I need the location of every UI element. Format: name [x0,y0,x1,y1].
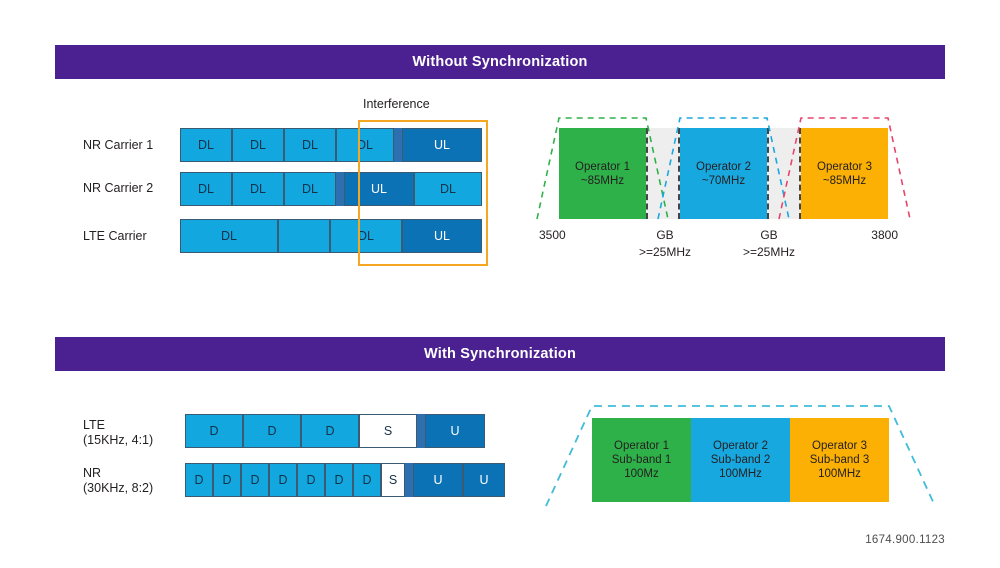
spectrum-axis-start-label: 3500 [539,228,599,242]
row-label-nr-carrier-1: NR Carrier 1 [83,138,153,153]
subband-bandwidth: 100MHz [719,467,762,481]
figure-reference-code: 1674.900.1123 [865,534,945,546]
guard-band-2-value: >=25MHz [721,245,817,259]
operator-bandwidth: ~70MHz [702,174,745,188]
nr-sync-cell-8-gap [405,463,413,497]
spectrum-without-synchronization: Operator 1~85MHzOperator 2~70MHzOperator… [559,128,888,219]
nr-sync-cell-9-u: U [413,463,463,497]
spectrum-with-synchronization: Operator 1Sub-band 1100MzOperator 2Sub-b… [592,418,888,502]
subband-name: Sub-band 1 [612,453,671,467]
nr-sync-cell-10-u: U [463,463,505,497]
subband-block-operator-1: Operator 1Sub-band 1100Mz [592,418,691,502]
lte-sync-cell-1-d: D [243,414,301,448]
row-label-nr-numerology: NR (30KHz, 8:2) [83,466,153,496]
nr-sync-cell-7-s: S [381,463,405,497]
lte-sync-cell-4-gap [417,414,425,448]
guard-band-block-1 [646,128,680,219]
guard-band-1-value: >=25MHz [617,245,713,259]
operator-name: Operator 1 [614,439,669,453]
nr-carrier-2-cell-2-dl: DL [284,172,336,206]
guard-band-2-label: GB [741,228,797,242]
subband-name: Sub-band 3 [810,453,869,467]
operator-block-operator-3: Operator 3~85MHz [801,128,888,219]
operator-bandwidth: ~85MHz [823,174,866,188]
section-banner-with-synchronization: With Synchronization [55,337,945,371]
nr-sync-cell-0-d: D [185,463,213,497]
operator-bandwidth: ~85MHz [581,174,624,188]
lte-carrier-cell-0-dl: DL [180,219,278,253]
nr-carrier-2-cell-0-dl: DL [180,172,232,206]
section-banner-without-synchronization: Without Synchronization [55,45,945,79]
nr-carrier-2-cell-1-dl: DL [232,172,284,206]
row-label-nr-carrier-2: NR Carrier 2 [83,181,153,196]
interference-label: Interference [363,97,430,111]
operator-name: Operator 2 [713,439,768,453]
operator-name: Operator 1 [575,160,630,174]
spectrum-axis-end-label: 3800 [838,228,898,242]
nr-carrier-1-cell-0-dl: DL [180,128,232,162]
subband-bandwidth: 100MHz [818,467,861,481]
subband-bandwidth: 100Mz [624,467,659,481]
operator-block-operator-1: Operator 1~85MHz [559,128,646,219]
tdd-pattern-lte-sync: DDDSU [185,414,485,448]
lte-sync-cell-2-d: D [301,414,359,448]
nr-carrier-1-cell-1-dl: DL [232,128,284,162]
tdd-pattern-nr-sync: DDDDDDDSUU [185,463,485,497]
subband-name: Sub-band 2 [711,453,770,467]
operator-block-operator-2: Operator 2~70MHz [680,128,767,219]
nr-sync-cell-5-d: D [325,463,353,497]
row-label-lte-numerology: LTE (15KHz, 4:1) [83,418,153,448]
lte-sync-cell-0-d: D [185,414,243,448]
lte-sync-cell-5-u: U [425,414,485,448]
operator-name: Operator 3 [812,439,867,453]
operator-name: Operator 3 [817,160,872,174]
nr-carrier-2-cell-3-gap [336,172,344,206]
lte-sync-cell-3-s: S [359,414,417,448]
nr-sync-cell-3-d: D [269,463,297,497]
subband-block-operator-2: Operator 2Sub-band 2100MHz [691,418,790,502]
interference-highlight-box [358,120,488,266]
nr-sync-cell-6-d: D [353,463,381,497]
nr-sync-cell-4-d: D [297,463,325,497]
row-label-lte-carrier: LTE Carrier [83,229,147,244]
guard-band-1-label: GB [637,228,693,242]
guard-band-block-3 [767,128,801,219]
nr-sync-cell-2-d: D [241,463,269,497]
nr-sync-cell-1-d: D [213,463,241,497]
nr-carrier-1-cell-2-dl: DL [284,128,336,162]
operator-name: Operator 2 [696,160,751,174]
subband-block-operator-3: Operator 3Sub-band 3100MHz [790,418,889,502]
lte-carrier-cell-1-gap [278,219,330,253]
